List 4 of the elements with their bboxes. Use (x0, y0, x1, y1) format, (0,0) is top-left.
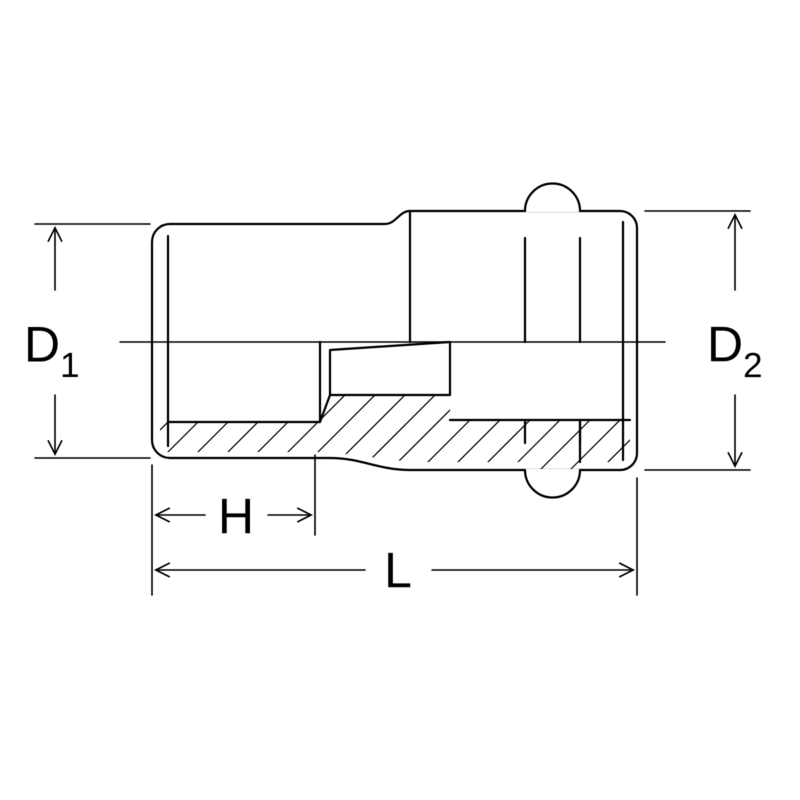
dimension-label: D$_{2}$ (711, 326, 761, 378)
dimension-label: D$_{1}$ (28, 327, 78, 377)
dimension-label: H (222, 498, 250, 534)
dimension-label: L (388, 552, 410, 588)
